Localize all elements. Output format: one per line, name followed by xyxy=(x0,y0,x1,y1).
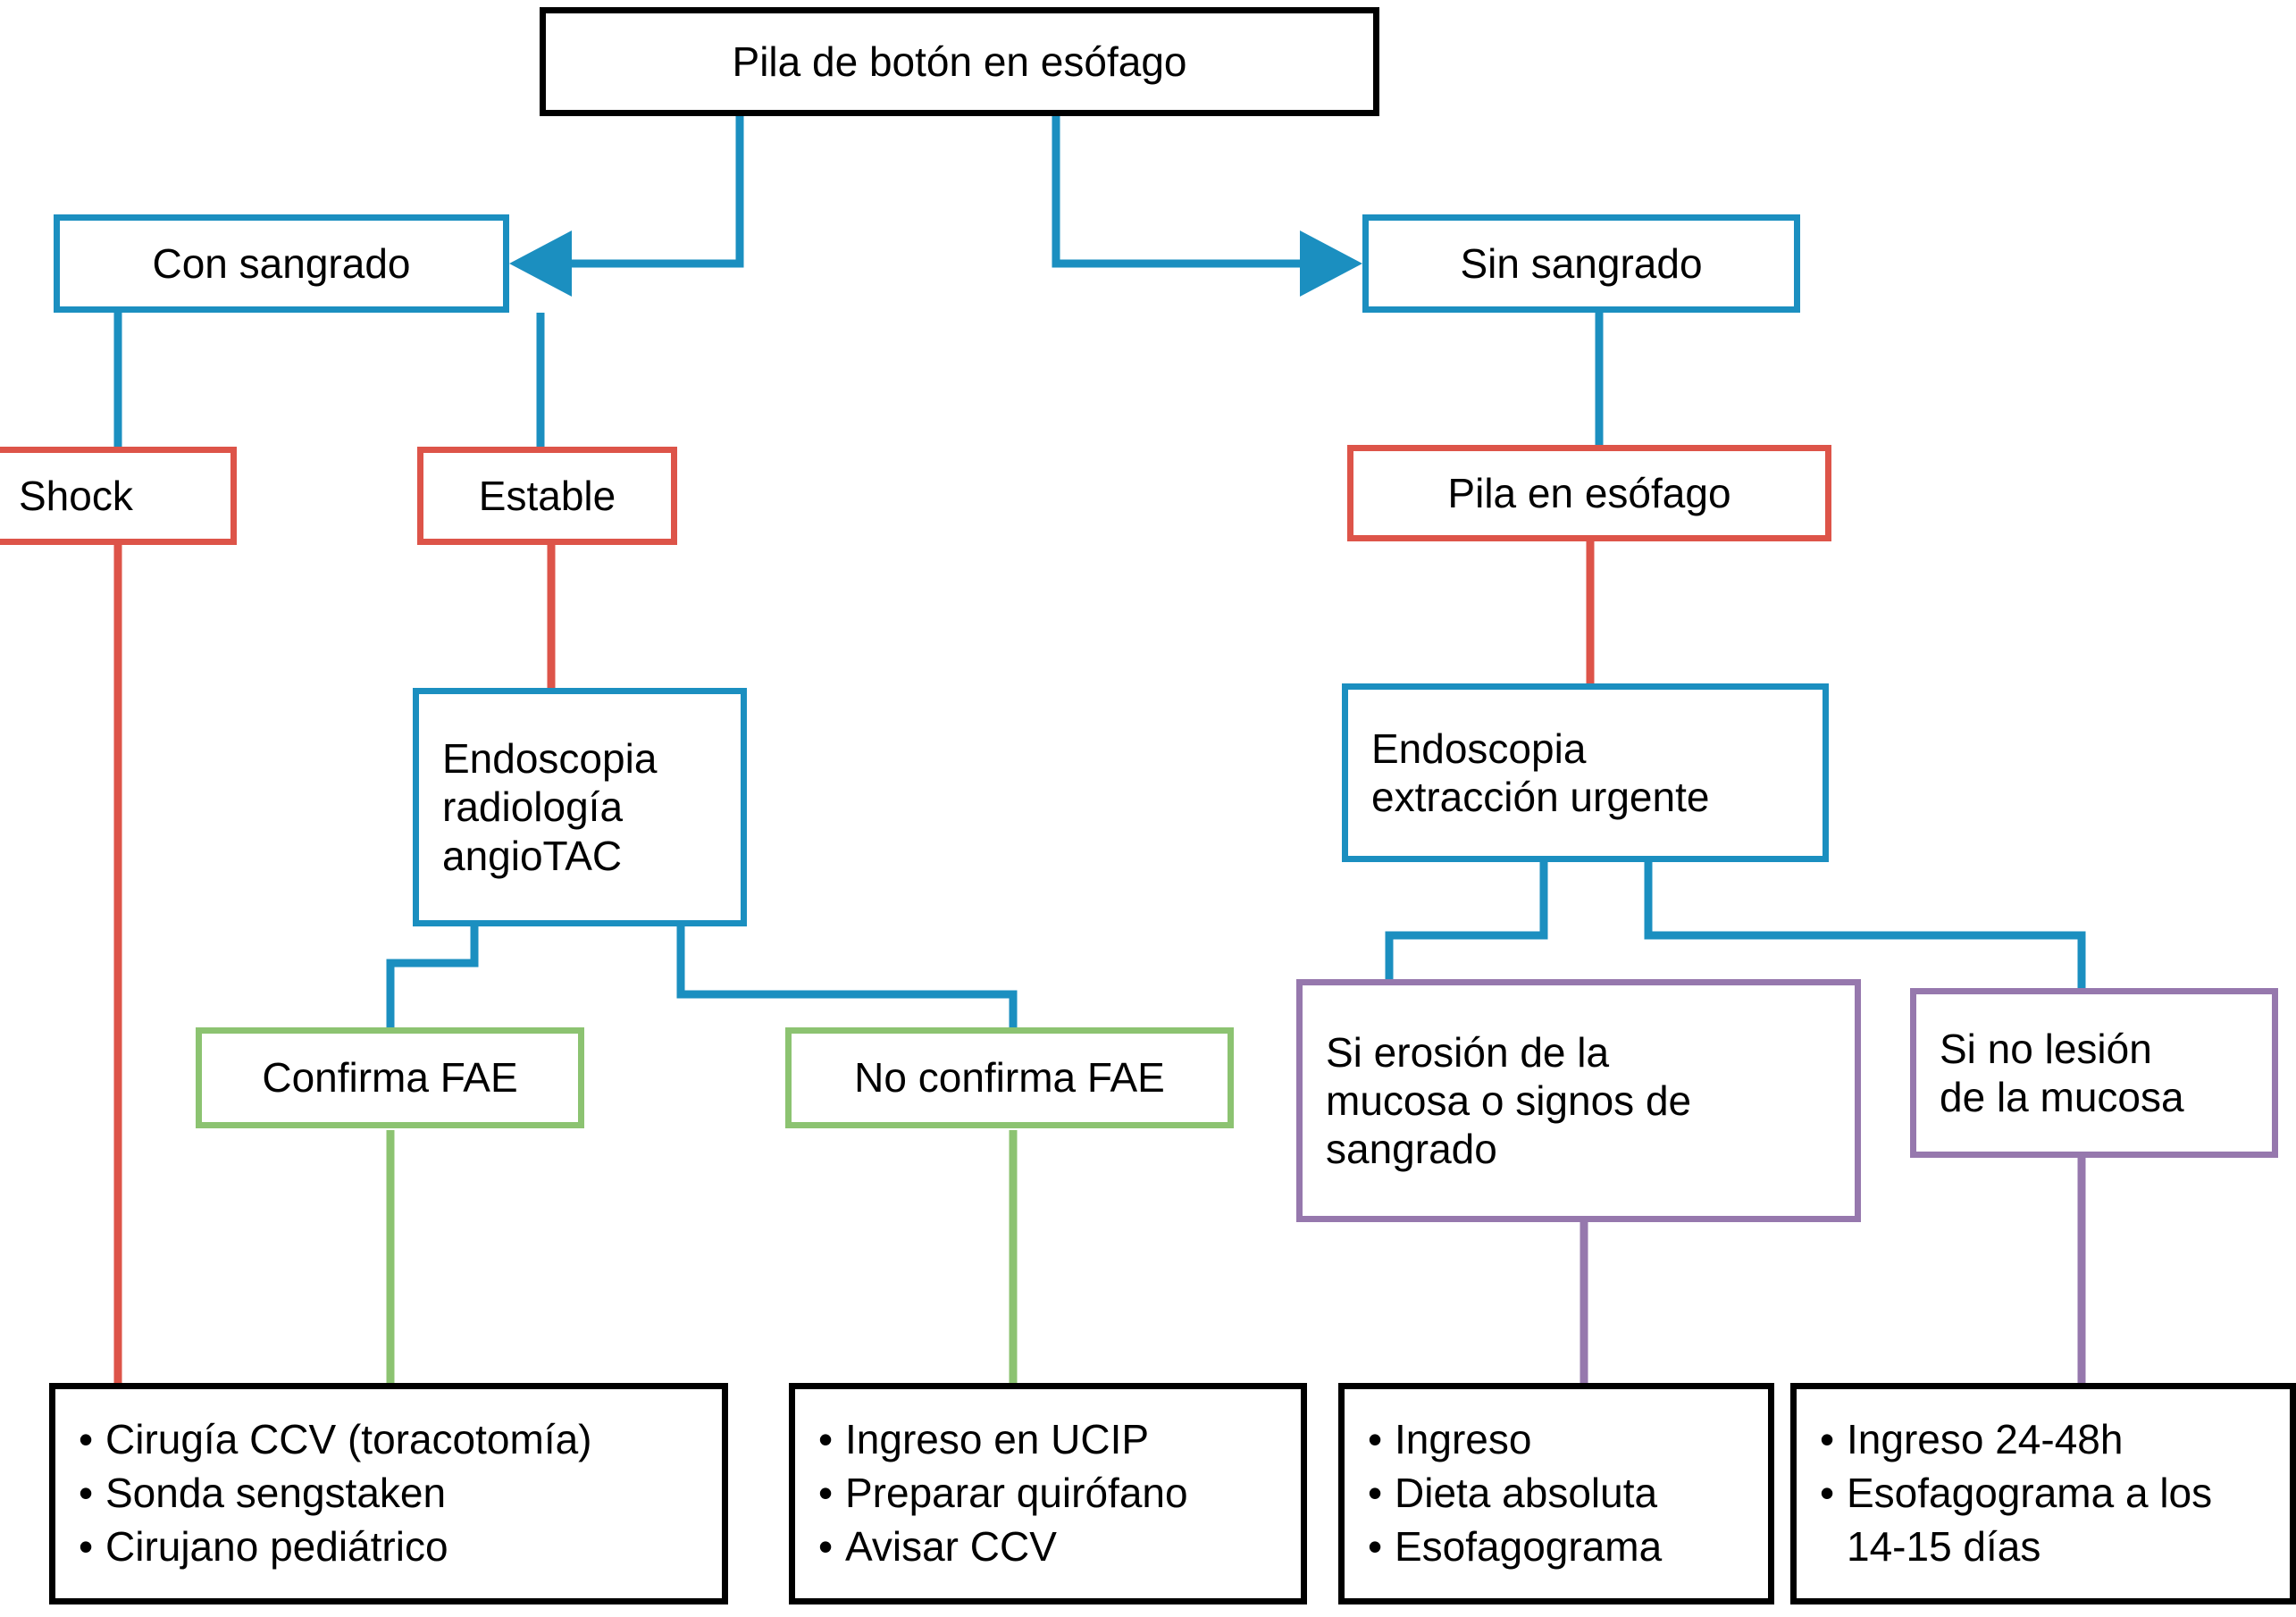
list-item: Esofagograma xyxy=(1364,1521,1662,1574)
node-con-sangrado[interactable]: Con sangrado xyxy=(54,214,509,313)
list-item: Ingreso xyxy=(1364,1413,1662,1467)
node-sin-sangrado-label: Sin sangrado xyxy=(1460,239,1703,287)
arrowhead-right xyxy=(1300,230,1362,297)
line-2: de la mucosa xyxy=(1940,1074,2184,1120)
node-out-ingreso[interactable]: Ingreso Dieta absoluta Esofagograma xyxy=(1338,1383,1774,1604)
node-out-ucip[interactable]: Ingreso en UCIP Preparar quirófano Avisa… xyxy=(789,1383,1307,1604)
node-root[interactable]: Pila de botón en esófago xyxy=(540,7,1379,116)
node-no-confirma-fae[interactable]: No confirma FAE xyxy=(785,1027,1234,1128)
node-endoscopia-der[interactable]: Endoscopia extracción urgente xyxy=(1342,683,1829,862)
out-ingreso-list: Ingreso Dieta absoluta Esofagograma xyxy=(1364,1413,1662,1573)
list-item-line-2: 14-15 días xyxy=(1847,1522,2041,1570)
node-erosion[interactable]: Si erosión de la mucosa o signos de sang… xyxy=(1296,979,1861,1222)
out-ingreso48-list: Ingreso 24-48h Esofagograma a los 14-15 d… xyxy=(1816,1413,2212,1573)
line-3: sangrado xyxy=(1326,1126,1497,1173)
list-item-line-1: Esofagograma a los xyxy=(1847,1470,2213,1517)
out-cirugia-list: Cirugía CCV (toracotomía) Sonda sengstak… xyxy=(75,1413,592,1573)
line-2: radiología xyxy=(442,783,624,831)
line-2: extracción urgente xyxy=(1371,774,1710,820)
list-item: Avisar CCV xyxy=(815,1521,1188,1574)
edge-endoscopia-der-to-no-lesion xyxy=(1644,860,2086,992)
line-1: Si no lesión xyxy=(1940,1025,2152,1072)
arrowhead-left xyxy=(509,230,572,297)
list-item: Cirujano pediátrico xyxy=(75,1521,592,1574)
node-pila-esofago-label: Pila en esófago xyxy=(1447,469,1731,516)
list-item: Dieta absoluta xyxy=(1364,1467,1662,1521)
node-endoscopia-der-lines: Endoscopia extracción urgente xyxy=(1371,725,1810,822)
edge-endoscopia-izq-to-no-confirma xyxy=(676,925,1018,1029)
node-out-ingreso48[interactable]: Ingreso 24-48h Esofagograma a los 14-15 d… xyxy=(1790,1383,2296,1604)
node-no-lesion-lines: Si no lesión de la mucosa xyxy=(1940,1025,2259,1122)
node-confirma-fae-label: Confirma FAE xyxy=(262,1054,518,1102)
node-endoscopia-izq[interactable]: Endoscopia radiología angioTAC xyxy=(413,688,747,926)
list-item: Sonda sengstaken xyxy=(75,1467,592,1521)
line-2: mucosa o signos de xyxy=(1326,1077,1692,1124)
edge-endoscopia-der-to-erosion xyxy=(1385,860,1548,981)
line-1: Si erosión de la xyxy=(1326,1028,1610,1076)
line-1: Endoscopia xyxy=(442,735,658,783)
node-confirma-fae[interactable]: Confirma FAE xyxy=(196,1027,584,1128)
edge-endoscopia-izq-to-confirma xyxy=(386,925,479,1029)
node-erosion-lines: Si erosión de la mucosa o signos de sang… xyxy=(1326,1028,1842,1174)
list-item: Esofagograma a los 14-15 días xyxy=(1816,1467,2212,1574)
list-item: Ingreso 24-48h xyxy=(1816,1413,2212,1467)
line-3: angioTAC xyxy=(442,832,623,879)
node-estable-label: Estable xyxy=(478,472,616,519)
node-pila-esofago[interactable]: Pila en esófago xyxy=(1347,445,1831,541)
node-con-sangrado-label: Con sangrado xyxy=(152,239,411,287)
node-shock[interactable]: Shock xyxy=(0,447,237,545)
node-no-confirma-fae-label: No confirma FAE xyxy=(854,1054,1165,1102)
node-endoscopia-izq-lines: Endoscopia radiología angioTAC xyxy=(442,734,728,880)
node-sin-sangrado[interactable]: Sin sangrado xyxy=(1362,214,1800,313)
edge-root-to-con-sangrado xyxy=(560,113,744,268)
node-shock-label: Shock xyxy=(19,472,133,519)
list-item: Preparar quirófano xyxy=(815,1467,1188,1521)
list-item: Ingreso en UCIP xyxy=(815,1413,1188,1467)
node-no-lesion[interactable]: Si no lesión de la mucosa xyxy=(1910,988,2278,1158)
node-root-label: Pila de botón en esófago xyxy=(732,38,1187,85)
node-estable[interactable]: Estable xyxy=(417,447,677,545)
list-item: Cirugía CCV (toracotomía) xyxy=(75,1413,592,1467)
line-1: Endoscopia xyxy=(1371,725,1587,772)
node-out-cirugia[interactable]: Cirugía CCV (toracotomía) Sonda sengstak… xyxy=(49,1383,728,1604)
out-ucip-list: Ingreso en UCIP Preparar quirófano Avisa… xyxy=(815,1413,1188,1573)
edge-root-to-sin-sangrado xyxy=(1052,113,1309,268)
